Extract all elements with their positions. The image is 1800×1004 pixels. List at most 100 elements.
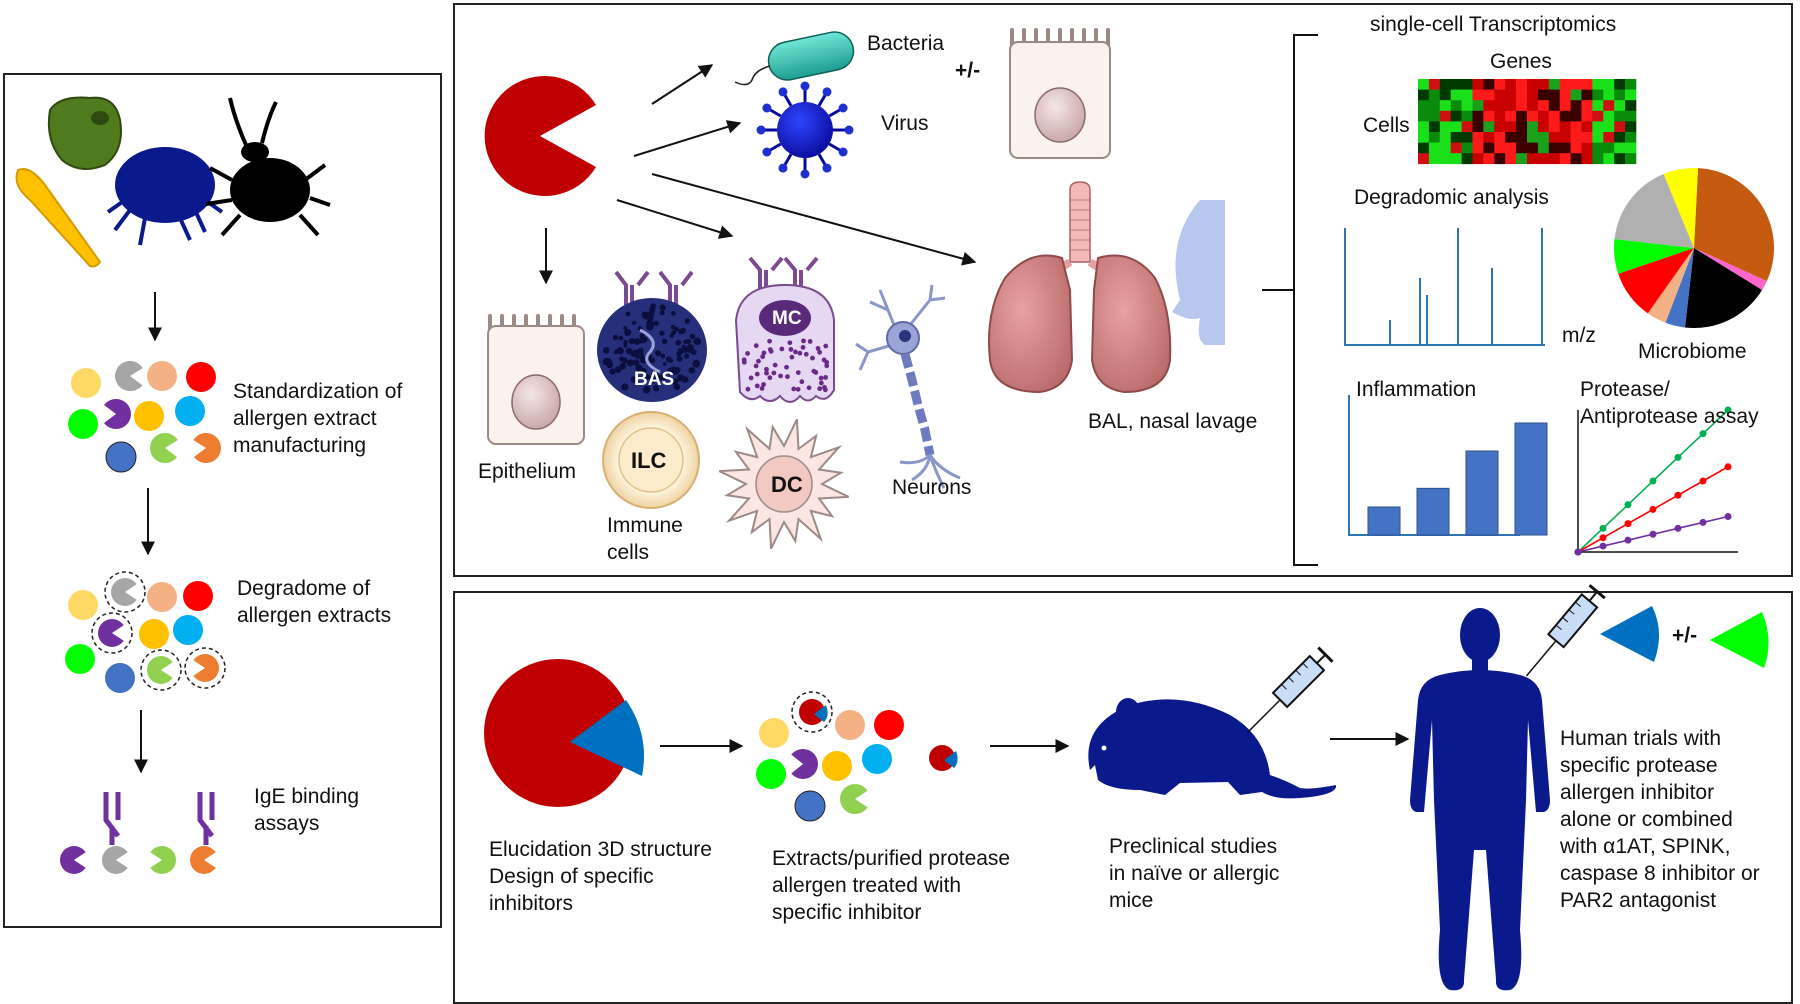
allergen-cluster-1 xyxy=(68,361,221,473)
heatmap-cell xyxy=(1592,110,1604,122)
virus-spike xyxy=(822,163,832,173)
inflammation-bar xyxy=(1367,506,1401,536)
microbiome-pie-chart xyxy=(1614,168,1774,329)
heatmap-cell xyxy=(1581,100,1593,112)
heatmap-cell xyxy=(1461,89,1473,101)
assay-point xyxy=(1724,406,1732,414)
pie-slice xyxy=(1694,248,1767,290)
heatmap-cell xyxy=(1527,110,1539,122)
bacteria-label: Bacteria xyxy=(867,32,945,55)
virus-spike xyxy=(756,125,766,135)
heatmap-cell xyxy=(1450,79,1462,90)
heatmap-cell xyxy=(1505,121,1517,133)
virus-icon xyxy=(756,81,854,179)
heatmap-cell xyxy=(1548,110,1560,122)
heatmap-cell xyxy=(1472,89,1484,101)
assay-point xyxy=(1674,524,1682,532)
heatmap-cell xyxy=(1505,100,1517,112)
pie-slice xyxy=(1647,248,1694,323)
heatmap-cell xyxy=(1559,110,1571,122)
heatmap-cell xyxy=(1472,100,1484,112)
step-ige-label: IgE binding assays xyxy=(254,785,360,835)
heatmap-cell xyxy=(1559,121,1571,133)
mite-icon xyxy=(106,147,224,246)
pie-slice xyxy=(1665,248,1694,328)
heatmap-cell xyxy=(1450,89,1462,101)
heatmap-cell xyxy=(1527,89,1539,101)
heatmap-cell xyxy=(1603,100,1615,112)
epithelial-cell-icon xyxy=(1009,28,1111,159)
virus-label: Virus xyxy=(881,112,929,135)
heatmap-cell xyxy=(1494,110,1506,122)
bottom-panel xyxy=(453,591,1793,1004)
mast-cell-icon xyxy=(734,256,835,403)
heatmap-cell xyxy=(1516,100,1528,112)
pollen-icon xyxy=(47,96,122,170)
heatmap-cell xyxy=(1461,153,1473,165)
human-figure-icon xyxy=(1410,608,1550,991)
heatmap-cell xyxy=(1450,100,1462,112)
cells-label: Cells xyxy=(1363,114,1410,137)
virus-spike xyxy=(844,125,854,135)
heatmap-cell xyxy=(1559,132,1571,143)
heatmap-cell xyxy=(1418,89,1430,101)
heatmap-cell xyxy=(1537,79,1550,90)
heatmap-cell xyxy=(1614,132,1626,143)
extracts-label: Extracts/purified protease allergen trea… xyxy=(772,847,1011,924)
heatmap-cell xyxy=(1625,89,1637,101)
heatmap-cell xyxy=(1516,79,1528,90)
heatmap-cell xyxy=(1494,100,1506,112)
heatmap-cell xyxy=(1581,110,1593,122)
microbiome-label: Microbiome xyxy=(1638,340,1747,363)
heatmap-cell xyxy=(1581,79,1593,90)
heatmap-cell xyxy=(1603,132,1615,143)
bas-label: BAS xyxy=(634,369,675,390)
mz-label: m/z xyxy=(1562,324,1596,347)
sc-transcriptomics-title: single-cell Transcriptomics xyxy=(1370,13,1617,36)
heatmap-cell xyxy=(1527,121,1539,133)
assay-point xyxy=(1724,513,1732,520)
heatmap-cell xyxy=(1537,100,1550,112)
grass-pollen-icon xyxy=(15,168,102,268)
heatmap-cell xyxy=(1418,100,1430,112)
heatmap-cell xyxy=(1505,142,1517,154)
heatmap-cell xyxy=(1461,121,1473,133)
blue-inhibitor-icon xyxy=(1600,606,1660,662)
heatmap-cell xyxy=(1472,110,1484,122)
assay-point xyxy=(1599,542,1607,550)
heatmap-cell xyxy=(1581,89,1593,101)
neuron-icon xyxy=(855,284,961,489)
heatmap-cell xyxy=(1516,132,1528,143)
ilc-label: ILC xyxy=(631,448,667,473)
heatmap-cell xyxy=(1450,142,1462,154)
heatmap-cell xyxy=(1428,153,1441,165)
assay-point xyxy=(1649,505,1657,513)
heatmap-cell xyxy=(1548,79,1560,90)
heatmap-cell xyxy=(1461,79,1473,90)
assay-point xyxy=(1699,477,1707,485)
heatmap-cell xyxy=(1537,89,1550,101)
heatmap-cell xyxy=(1603,89,1615,101)
heatmap-cell xyxy=(1505,79,1517,90)
pie-slice xyxy=(1618,248,1694,314)
heatmap-cell xyxy=(1483,121,1495,133)
assay-point xyxy=(1649,477,1657,485)
ilc-cell-icon xyxy=(602,411,700,509)
heatmap-cell xyxy=(1418,110,1430,122)
neurons-label: Neurons xyxy=(892,476,972,499)
assay-point xyxy=(1674,453,1682,461)
heatmap-cell xyxy=(1483,110,1495,122)
heatmap-cell xyxy=(1527,132,1539,143)
heatmap-cell xyxy=(1461,142,1473,154)
inflammation-bar xyxy=(1416,487,1450,536)
heatmap-cell xyxy=(1418,142,1430,154)
heatmap-cell xyxy=(1548,153,1560,165)
heatmap-cell xyxy=(1537,121,1550,133)
heatmap-cell xyxy=(1418,132,1430,143)
heatmap-cell xyxy=(1516,142,1528,154)
heatmap-cell xyxy=(1494,153,1506,165)
assay-point xyxy=(1649,530,1657,538)
bacteria-icon xyxy=(734,31,855,86)
heatmap-cell xyxy=(1516,153,1528,165)
heatmap-cell xyxy=(1570,89,1582,101)
